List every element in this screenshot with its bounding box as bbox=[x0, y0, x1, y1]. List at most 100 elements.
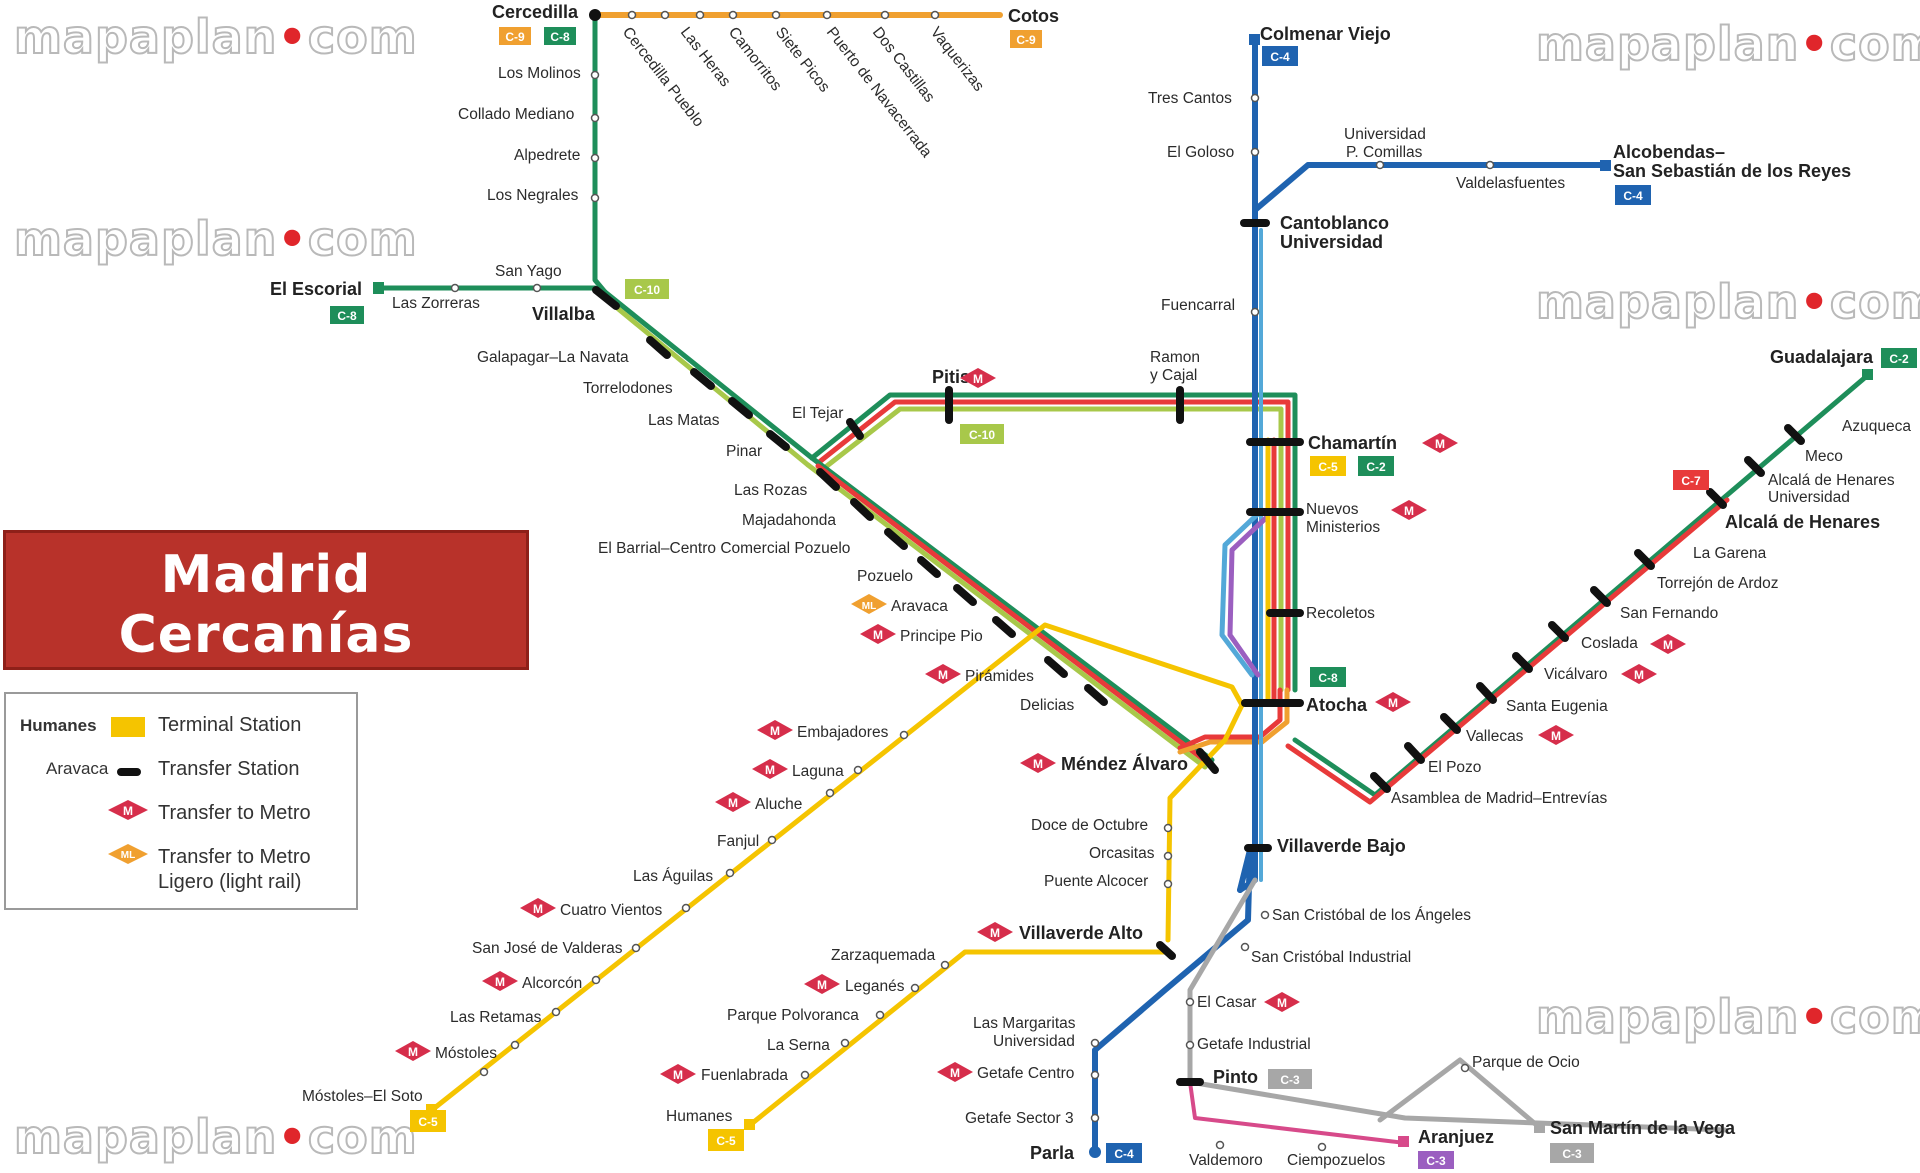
badge-c4-colmenar: C-4 bbox=[1262, 46, 1298, 66]
svg-text:C-5: C-5 bbox=[716, 1134, 736, 1148]
label-fuenlabrada: Fuenlabrada bbox=[701, 1067, 788, 1084]
transfer-santa-eugenia bbox=[1440, 713, 1461, 734]
svg-text:C-10: C-10 bbox=[634, 283, 660, 297]
label-nuevos-min-2: Ministerios bbox=[1306, 519, 1380, 536]
label-humanes: Humanes bbox=[666, 1108, 733, 1125]
label-delicias: Delicias bbox=[1020, 697, 1075, 714]
transfer-piramides bbox=[1044, 656, 1068, 678]
label-el-escorial: El Escorial bbox=[270, 279, 362, 299]
label-san-cristobal-industrial: San Cristóbal Industrial bbox=[1251, 949, 1411, 966]
metro-icon-laguna: M bbox=[752, 759, 788, 779]
label-meco: Meco bbox=[1805, 448, 1843, 465]
label-parque-polvoranca: Parque Polvoranca bbox=[727, 1007, 859, 1024]
svg-text:M: M bbox=[673, 1068, 683, 1082]
terminus-parla bbox=[1089, 1146, 1101, 1158]
svg-text:C-5: C-5 bbox=[418, 1115, 438, 1129]
metro-icon-villaverde-alto: M bbox=[977, 922, 1013, 942]
label-zarzaquemada: Zarzaquemada bbox=[831, 947, 936, 964]
transfer-pozuelo bbox=[917, 556, 941, 578]
label-los-negrales: Los Negrales bbox=[487, 187, 579, 204]
badge-c8-atocha: C-8 bbox=[1310, 667, 1346, 687]
metro-icon-vicalvaro: M bbox=[1621, 664, 1657, 684]
label-ramon-cajal-1: Ramon bbox=[1150, 349, 1200, 366]
badge-c2-guadalajara: C-2 bbox=[1881, 348, 1917, 368]
metro-icon-el-casar: M bbox=[1264, 992, 1300, 1012]
legend-terminal-swatch bbox=[111, 717, 145, 737]
label-cantoblanco-1: Cantoblanco bbox=[1280, 213, 1389, 233]
terminus-aranjuez bbox=[1398, 1136, 1409, 1147]
label-la-serna: La Serna bbox=[767, 1037, 830, 1054]
label-alcala: Alcalá de Henares bbox=[1725, 512, 1880, 532]
terminus-guadalajara bbox=[1862, 369, 1873, 380]
badge-c3-aranjuez: C-3 bbox=[1418, 1151, 1454, 1169]
line-villalba-pinar-1 bbox=[602, 289, 815, 461]
label-mendez-alvaro: Méndez Álvaro bbox=[1061, 753, 1188, 774]
line-c4-alcobendas bbox=[1252, 162, 1608, 213]
label-valdelasfuentes: Valdelasfuentes bbox=[1456, 175, 1565, 192]
label-atocha: Atocha bbox=[1306, 695, 1368, 715]
label-vicalvaro: Vicálvaro bbox=[1544, 666, 1607, 683]
line-c4-south bbox=[1092, 847, 1253, 1153]
transfer-la-garena bbox=[1634, 549, 1655, 570]
label-fanjul: Fanjul bbox=[717, 833, 759, 850]
transfer-las-rozas bbox=[816, 468, 840, 491]
label-cantoblanco-2: Universidad bbox=[1280, 232, 1383, 252]
label-mostoles-soto: Móstoles–El Soto bbox=[302, 1088, 423, 1105]
label-mostoles: Móstoles bbox=[435, 1045, 497, 1062]
svg-text:C-3: C-3 bbox=[1426, 1154, 1446, 1168]
metro-icon-aluche: M bbox=[715, 792, 751, 812]
transfer-san-fernando bbox=[1548, 621, 1569, 642]
label-getafe-sector3: Getafe Sector 3 bbox=[965, 1110, 1074, 1127]
label-vallecas: Vallecas bbox=[1466, 728, 1524, 745]
metro-icon-pitis: M bbox=[960, 368, 996, 388]
svg-text:C-3: C-3 bbox=[1562, 1147, 1582, 1161]
label-puente-alcocer: Puente Alcocer bbox=[1044, 873, 1148, 890]
svg-text:C-7: C-7 bbox=[1681, 474, 1701, 488]
label-cercedilla: Cercedilla bbox=[492, 2, 579, 22]
badge-c4-parla: C-4 bbox=[1106, 1143, 1142, 1163]
label-laguna: Laguna bbox=[792, 763, 844, 780]
svg-text:M: M bbox=[1551, 729, 1561, 743]
metro-icon-fuenlabrada: M bbox=[660, 1064, 696, 1084]
transfer-alcala-univ bbox=[1744, 456, 1765, 477]
label-guadalajara: Guadalajara bbox=[1770, 347, 1874, 367]
label-los-molinos: Los Molinos bbox=[498, 65, 581, 82]
label-torrelodones: Torrelodones bbox=[583, 380, 673, 397]
badge-c5-humanes: C-5 bbox=[708, 1129, 744, 1151]
legend-terminal-example: Humanes bbox=[20, 716, 97, 735]
badge-c4-alcobendas: C-4 bbox=[1615, 185, 1651, 205]
svg-text:M: M bbox=[938, 668, 948, 682]
label-piramides: Pirámides bbox=[965, 668, 1034, 685]
badge-c10-villalba: C-10 bbox=[625, 279, 669, 299]
svg-text:C-8: C-8 bbox=[337, 309, 357, 323]
label-getafe-centro: Getafe Centro bbox=[977, 1065, 1074, 1082]
legend-metro-icon: M bbox=[108, 800, 148, 820]
legend-ligero-label-1: Transfer to Metro bbox=[158, 846, 311, 868]
line-c8-north bbox=[592, 12, 608, 295]
label-embajadores: Embajadores bbox=[797, 724, 889, 741]
line-c3-sanmartin bbox=[1377, 1057, 1543, 1131]
label-nuevos-min-1: Nuevos bbox=[1306, 501, 1359, 518]
transfer-torrelodones bbox=[690, 368, 715, 390]
line-c3-loop bbox=[1227, 513, 1271, 678]
badge-c7-alcala: C-7 bbox=[1673, 470, 1709, 490]
label-las-aguilas: Las Águilas bbox=[633, 868, 713, 885]
label-majadahonda: Majadahonda bbox=[742, 512, 836, 529]
metro-icon-chamartin: M bbox=[1422, 433, 1458, 453]
line-pinar-south-red bbox=[815, 463, 1211, 766]
label-doce-octubre: Doce de Octubre bbox=[1031, 817, 1148, 834]
map-title: Madrid Cercanías (Suburban rail) bbox=[3, 530, 529, 715]
svg-text:M: M bbox=[1277, 996, 1287, 1010]
metro-icon-alcorcon: M bbox=[482, 971, 518, 991]
label-collado-mediano: Collado Mediano bbox=[458, 106, 574, 123]
svg-text:M: M bbox=[123, 804, 133, 818]
svg-text:C-4: C-4 bbox=[1623, 189, 1643, 203]
svg-text:M: M bbox=[1033, 757, 1043, 771]
badge-c10-pitis: C-10 bbox=[960, 424, 1004, 444]
watermark-right: mapaplan•com bbox=[1535, 274, 1920, 330]
label-coslada: Coslada bbox=[1581, 635, 1638, 652]
svg-text:C-8: C-8 bbox=[550, 30, 570, 44]
badge-c3-pinto: C-3 bbox=[1268, 1069, 1312, 1089]
svg-text:M: M bbox=[1388, 696, 1398, 710]
